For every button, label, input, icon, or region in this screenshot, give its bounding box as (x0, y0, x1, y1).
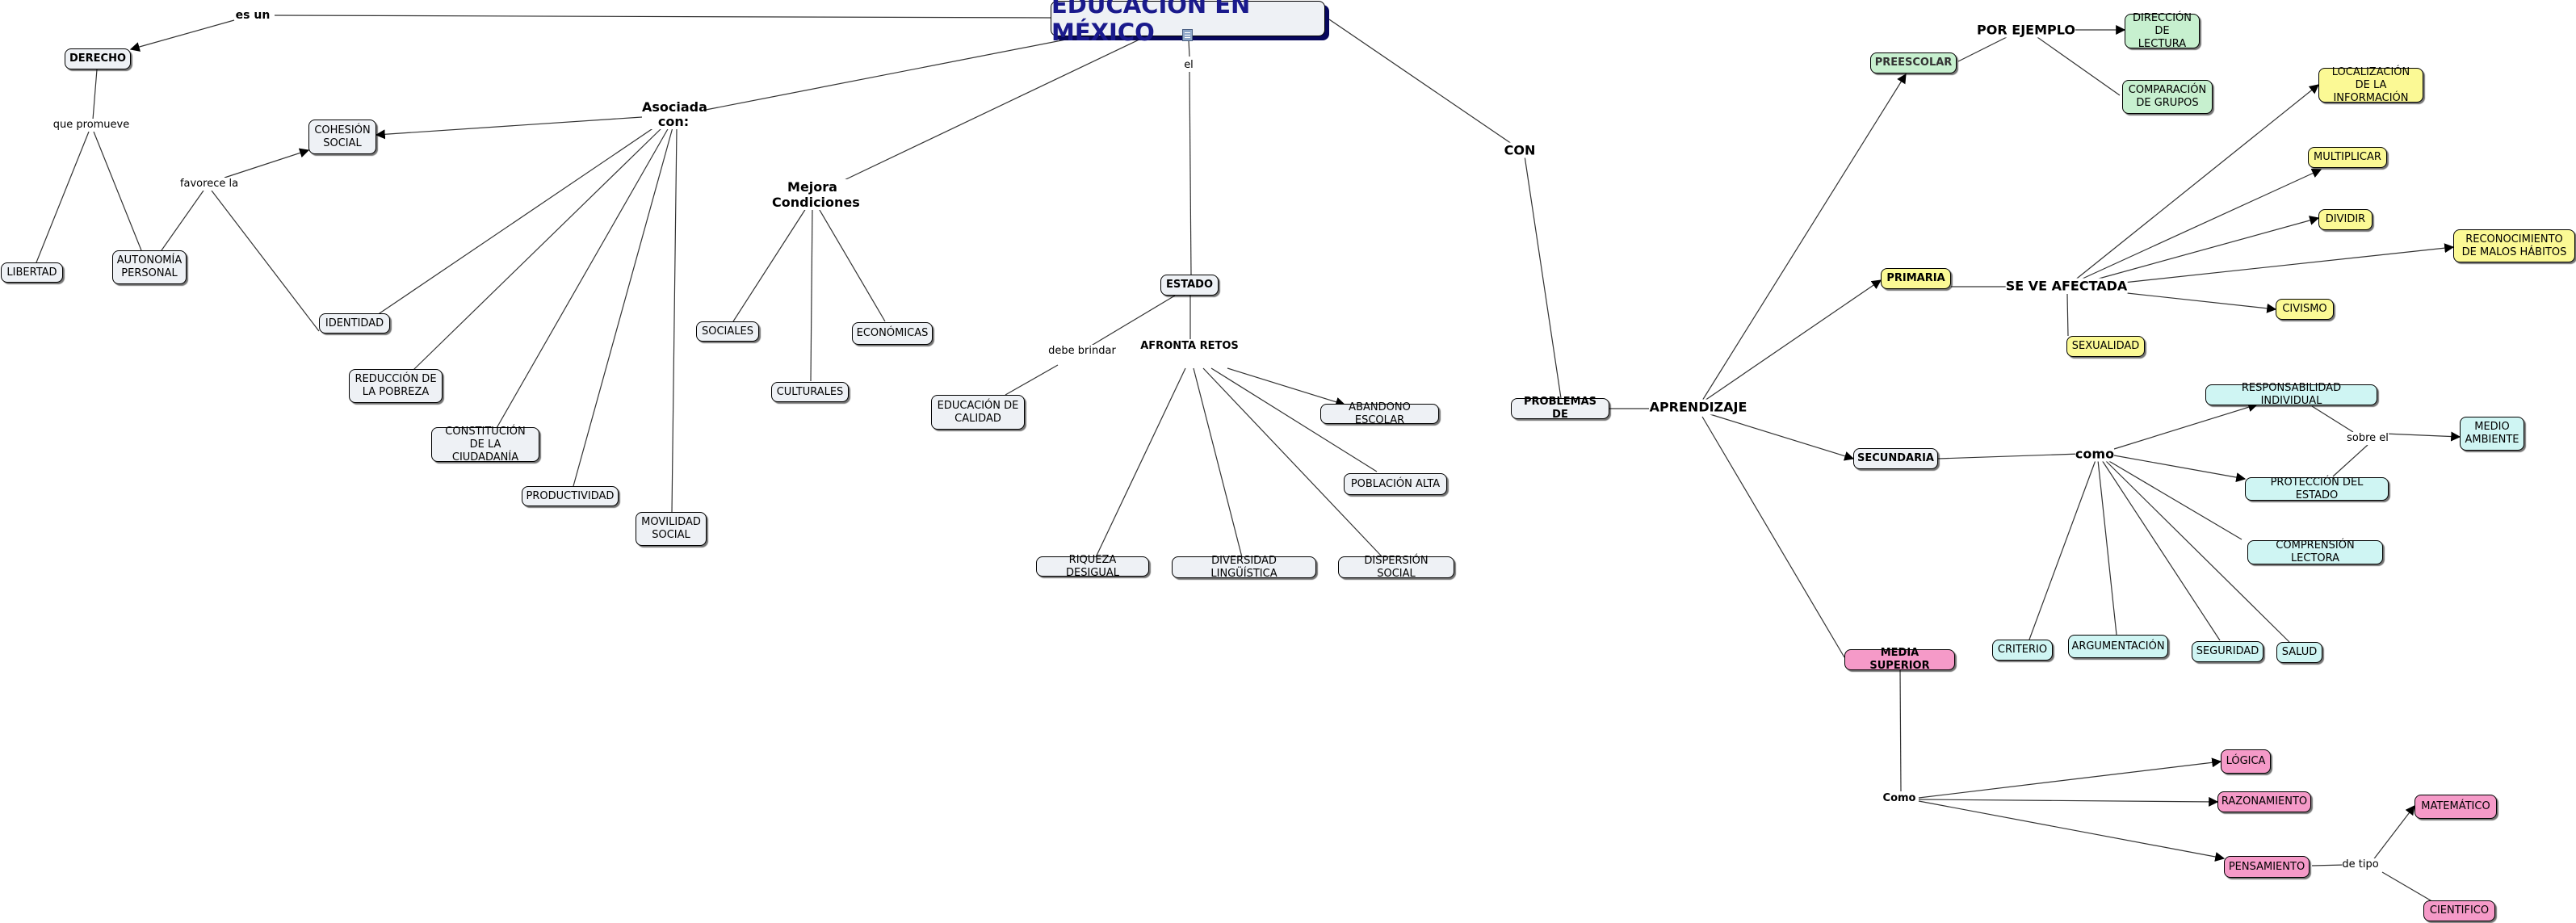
label-como-secundaria: como (2075, 446, 2115, 462)
node-logica[interactable]: LÓGICA (2221, 749, 2271, 774)
node-reduccion-pobreza[interactable]: REDUCCIÓN DE LA POBREZA (349, 369, 443, 403)
node-culturales[interactable]: CULTURALES (771, 382, 849, 402)
node-riqueza-desigual[interactable]: RIQUEZA DESIGUAL (1036, 554, 1149, 579)
node-seguridad[interactable]: SEGURIDAD (2192, 641, 2263, 662)
node-problemas-de[interactable]: PROBLEMAS DE (1511, 396, 1609, 421)
node-estado[interactable]: ESTADO (1160, 275, 1219, 296)
node-constitucion-ciudadania[interactable]: CONSTITUCIÓN DE LA CIUDADANÍA (431, 426, 539, 464)
node-sexualidad[interactable]: SEXUALIDAD (2066, 336, 2145, 357)
node-razonamiento[interactable]: RAZONAMIENTO (2217, 791, 2311, 812)
label-se-ve-afectada: SE VE AFECTADA (2005, 278, 2128, 294)
node-civismo[interactable]: CIVISMO (2276, 299, 2334, 320)
node-salud[interactable]: SALUD (2276, 642, 2322, 663)
label-de-tipo: de tipo (2342, 858, 2379, 871)
node-media-superior[interactable]: MEDIA SUPERIOR (1844, 647, 1955, 672)
label-con: CON (1504, 142, 1536, 158)
label-afronta-retos: AFRONTA RETOS (1140, 340, 1239, 353)
label-asociada-con: Asociada con: (642, 99, 707, 129)
node-derecho[interactable]: DERECHO (65, 48, 131, 69)
node-movilidad-social[interactable]: MOVILIDAD SOCIAL (636, 512, 707, 546)
node-preescolar[interactable]: PREESCOLAR (1870, 52, 1957, 73)
label-como-media-superior: Como (1882, 792, 1916, 805)
node-matematico[interactable]: MATEMÁTICO (2414, 795, 2497, 819)
label-debe-brindar: debe brindar (1048, 345, 1116, 358)
node-comparacion-grupos[interactable]: COMPARACIÓN DE GRUPOS (2122, 80, 2213, 114)
node-productividad[interactable]: PRODUCTIVIDAD (522, 486, 619, 506)
label-mejora-condiciones-text: Mejora Condiciones (772, 179, 860, 210)
label-que-promueve: que promueve (52, 119, 130, 132)
node-identidad[interactable]: IDENTIDAD (319, 313, 390, 334)
node-poblacion-alta[interactable]: POBLACIÓN ALTA (1344, 473, 1447, 495)
node-secundaria[interactable]: SECUNDARIA (1853, 448, 1938, 469)
label-asociada-con-text: Asociada con: (642, 99, 707, 129)
node-reconocimiento-malos-habitos[interactable]: RECONOCIMIENTO DE MALOS HÁBITOS (2453, 229, 2575, 262)
label-favorece-la: favorece la (179, 178, 239, 191)
label-es-un: es un (235, 9, 271, 22)
label-el: el (1184, 59, 1194, 72)
node-sociales[interactable]: SOCIALES (696, 321, 759, 342)
node-criterio[interactable]: CRITERIO (1992, 640, 2053, 661)
node-primaria[interactable]: PRIMARIA (1881, 268, 1951, 289)
node-comprension-lectora[interactable]: COMPRENSIÓN LECTORA (2247, 539, 2383, 564)
node-responsabilidad-individual[interactable]: RESPONSABILIDAD INDIVIDUAL (2205, 382, 2377, 407)
label-por-ejemplo: POR EJEMPLO (1977, 22, 2075, 38)
node-economicas[interactable]: ECONÓMICAS (852, 322, 933, 345)
node-cientifico[interactable]: CIENTIFICO (2423, 900, 2495, 921)
label-sobre-el: sobre el (2347, 432, 2389, 445)
node-abandono-escolar[interactable]: ABANDONO ESCOLAR (1320, 401, 1439, 426)
node-proteccion-estado[interactable]: PROTECCIÓN DEL ESTADO (2245, 476, 2389, 501)
node-direccion-lectura[interactable]: DIRECCIÓN DE LECTURA (2125, 12, 2200, 50)
node-pensamiento[interactable]: PENSAMIENTO (2224, 856, 2310, 878)
node-educacion-calidad[interactable]: EDUCACIÓN DE CALIDAD (931, 395, 1025, 430)
label-mejora-condiciones: Mejora Condiciones (772, 179, 860, 210)
node-dividir[interactable]: DIVIDIR (2318, 209, 2373, 230)
node-argumentacion[interactable]: ARGUMENTACIÓN (2068, 635, 2168, 658)
label-aprendizaje: APRENDIZAJE (1649, 399, 1747, 415)
node-autonomia-personal[interactable]: AUTONOMÍA PERSONAL (112, 250, 187, 284)
node-libertad[interactable]: LIBERTAD (1, 262, 63, 283)
document-icon[interactable] (1182, 29, 1193, 41)
node-cohesion-social[interactable]: COHESIÓN SOCIAL (308, 120, 376, 154)
node-diversidad-linguistica[interactable]: DIVERSIDAD LINGÜÍSTICA (1172, 555, 1316, 580)
node-dispersion-social[interactable]: DISPERSIÓN SOCIAL (1338, 555, 1454, 580)
node-multiplicar[interactable]: MULTIPLICAR (2308, 147, 2387, 168)
node-localizacion-informacion[interactable]: LOCALIZACIÓN DE LA INFORMACIÓN (2318, 66, 2423, 104)
node-medio-ambiente[interactable]: MEDIO AMBIENTE (2460, 417, 2524, 451)
